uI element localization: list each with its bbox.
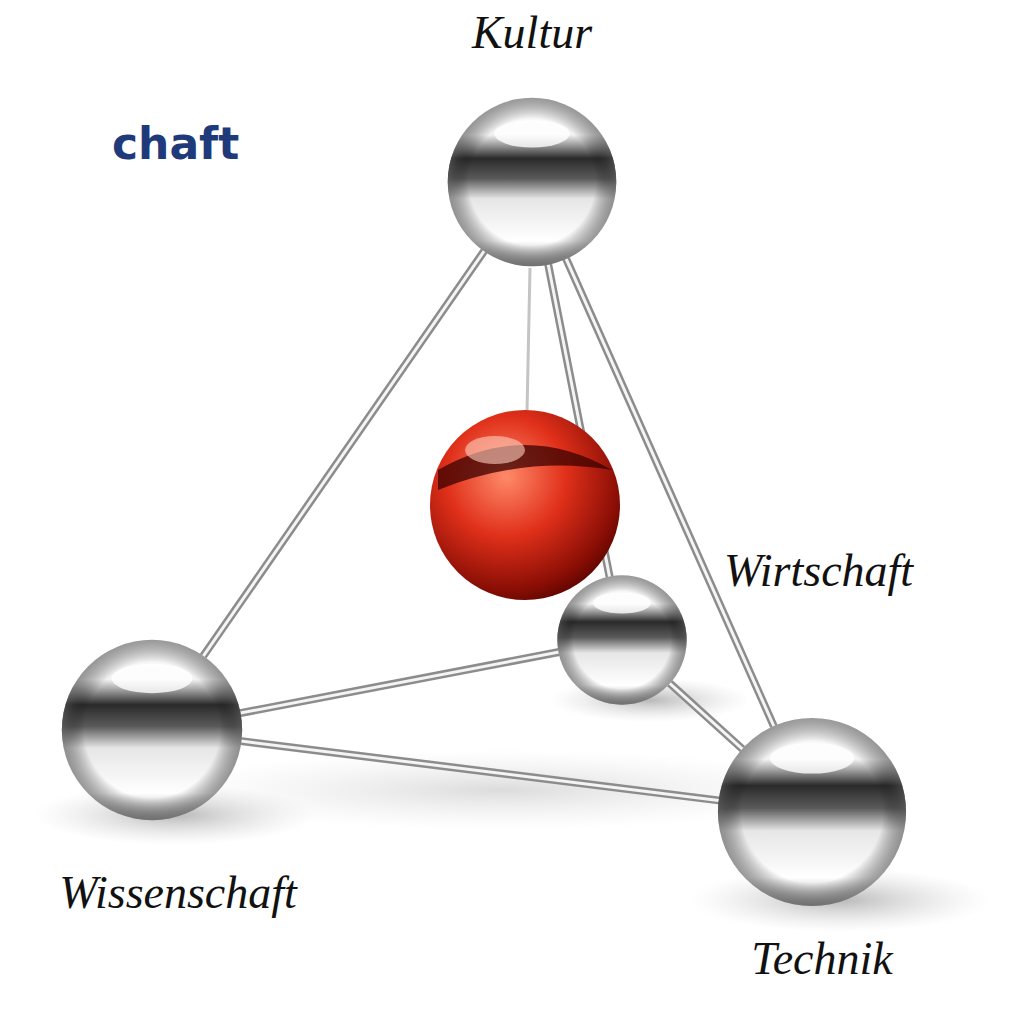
sphere-node: Kultur xyxy=(446,96,618,268)
chrome-rod xyxy=(237,741,722,801)
rod-stroke xyxy=(236,651,563,714)
rod-stroke xyxy=(201,248,486,660)
heading-fragment: chaft xyxy=(112,120,239,168)
reflection xyxy=(438,445,612,490)
sphere-node: Wirtschaft xyxy=(556,574,688,706)
rod-stroke xyxy=(237,741,722,801)
rod-stroke xyxy=(666,680,745,751)
sphere-label: Wissenschaft xyxy=(59,868,297,919)
rod-stroke xyxy=(236,651,563,714)
thread xyxy=(527,268,530,412)
chrome-sphere xyxy=(716,716,908,908)
sphere-label: Technik xyxy=(751,934,892,985)
highlight xyxy=(465,436,525,464)
rod-stroke xyxy=(201,248,486,660)
rod-stroke xyxy=(237,741,722,801)
chrome-sphere xyxy=(556,574,688,706)
chrome-sphere xyxy=(446,96,618,268)
sphere-label: Kultur xyxy=(472,8,592,59)
sphere-node: Technik xyxy=(716,716,908,908)
chrome-rod xyxy=(201,248,486,660)
red-ball xyxy=(430,410,620,600)
chrome-sphere xyxy=(60,638,244,822)
chrome-rod xyxy=(666,680,745,751)
sphere-node: Wissenschaft xyxy=(60,638,244,822)
rod-stroke xyxy=(666,680,745,751)
sphere-label: Wirtschaft xyxy=(724,546,913,597)
chrome-rod xyxy=(236,651,563,714)
